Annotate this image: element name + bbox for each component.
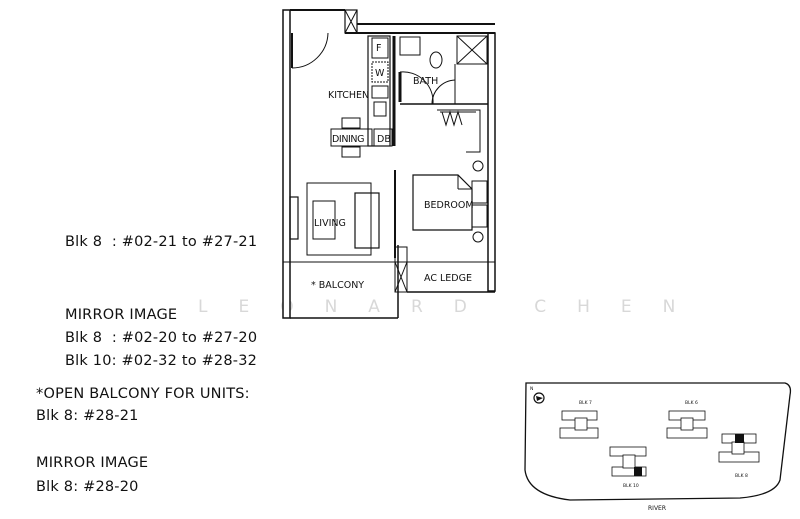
block-label: BLK 6 (685, 400, 698, 406)
label-washer: W (375, 68, 385, 79)
mirror-unit-range: Blk 8 : #02-20 to #27-20 (65, 330, 258, 346)
open-mirror-heading: MIRROR IMAGE (36, 455, 149, 471)
river-label: RIVER (648, 505, 666, 512)
right-wall (487, 32, 496, 292)
open-mirror-unit: Blk 8: #28-20 (36, 479, 139, 495)
block-label: BLK 7 (579, 400, 592, 406)
label-fridge: F (376, 43, 381, 54)
open-balcony-unit: Blk 8: #28-21 (36, 408, 139, 424)
label-bath: BATH (413, 76, 438, 87)
label-kitchen: KITCHEN (328, 90, 369, 101)
unit-range-main: Blk 8 : #02-21 to #27-21 (65, 234, 258, 250)
site-plan: N BLK 7 BLK 6 BLK 10 BLK 8 RIVER (524, 382, 792, 512)
mirror-unit-range: Blk 10: #02-32 to #28-32 (65, 353, 258, 369)
label-balcony: * BALCONY (311, 280, 364, 291)
label-ac-ledge: AC LEDGE (424, 273, 472, 284)
label-db: DB (377, 134, 391, 145)
mirror-heading: MIRROR IMAGE (65, 307, 178, 323)
left-wall (282, 9, 291, 319)
watermark: LEONARD CHEN (198, 297, 707, 317)
label-dining: DINING (332, 134, 364, 145)
block-label: BLK 10 (623, 483, 639, 489)
open-balcony-heading: *OPEN BALCONY FOR UNITS: (36, 386, 250, 402)
north-label: N (530, 386, 533, 392)
label-bedroom: BEDROOM (424, 200, 474, 211)
block-label: BLK 8 (735, 473, 748, 479)
label-living: LIVING (314, 218, 346, 229)
